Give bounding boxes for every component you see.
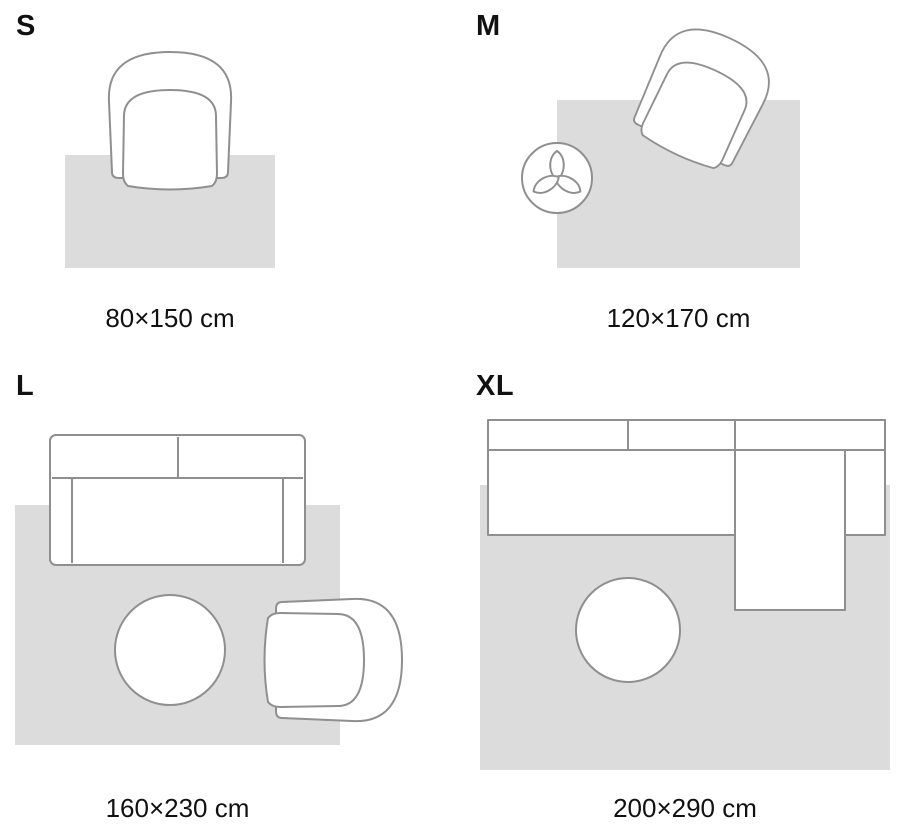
- sofa-icon: [49, 434, 306, 566]
- size-section-l: L 160×230 cm: [0, 360, 450, 840]
- size-m-diagram: [521, 13, 800, 268]
- size-label-s: S: [16, 10, 36, 42]
- size-s-diagram: [65, 51, 275, 268]
- size-label-l: L: [16, 370, 35, 402]
- dimensions-m: 120×170 cm: [606, 303, 751, 333]
- size-xl-diagram: [480, 419, 890, 770]
- sectional-sofa-icon: [487, 419, 886, 611]
- size-label-xl: XL: [476, 370, 515, 402]
- plant-leaves: [532, 150, 582, 194]
- coffee-table-icon: [575, 577, 681, 683]
- coffee-table-icon: [114, 594, 226, 706]
- size-section-s: S 80×150 cm: [0, 0, 450, 360]
- dimensions-xl: 200×290 cm: [613, 793, 757, 823]
- dimensions-s: 80×150 cm: [105, 303, 235, 333]
- size-l-diagram: [15, 434, 403, 745]
- size-label-m: M: [476, 10, 501, 42]
- size-section-m: M 120×170 cm: [450, 0, 900, 360]
- dimensions-l: 160×230 cm: [105, 793, 250, 823]
- armchair-icon: [263, 597, 403, 723]
- plant-icon: [521, 142, 593, 214]
- armchair-icon: [107, 51, 233, 191]
- size-section-xl: XL 200×290 cm: [450, 360, 900, 840]
